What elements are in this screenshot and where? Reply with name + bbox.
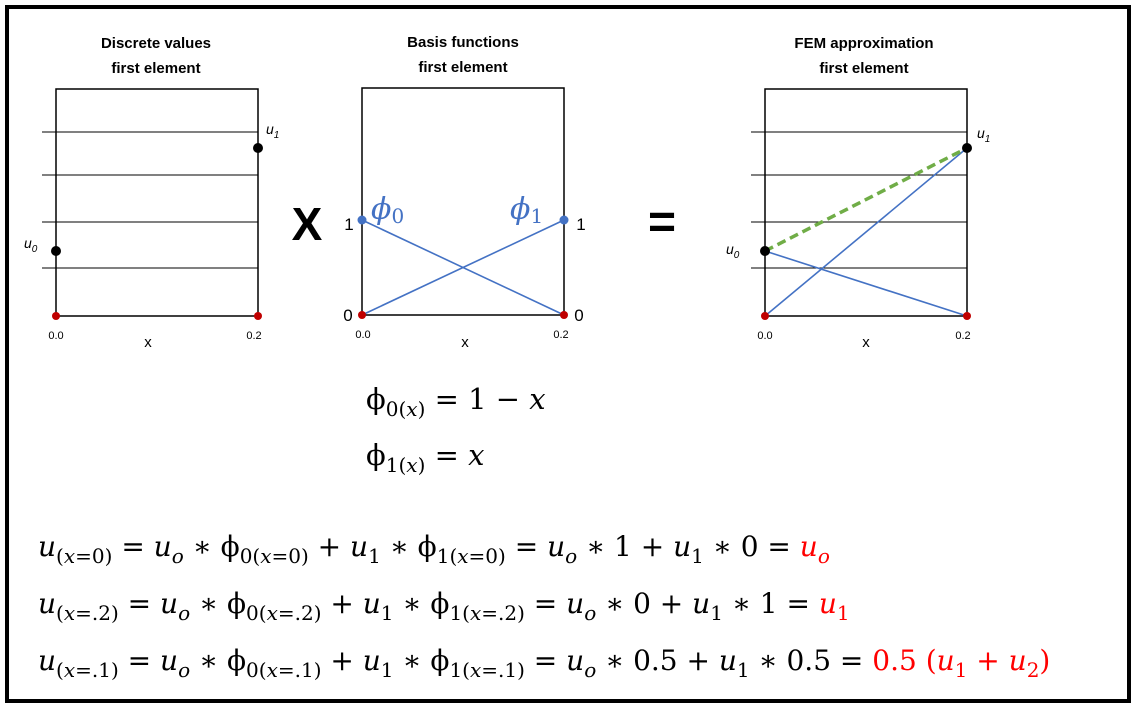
- panel-basis-functions: Basis functions first element ϕ0 ϕ1 1 0 …: [343, 34, 585, 351]
- panel2-node-left-top: [357, 215, 367, 225]
- panel3-u1-label: u1: [977, 125, 990, 145]
- panel2-ytick-right-0: 0: [574, 306, 583, 325]
- panel1-gridlines: [42, 131, 258, 269]
- panel2-node-right-top: [559, 215, 569, 225]
- panel3-title-line2: first element: [819, 60, 908, 77]
- panel2-node-1: [560, 311, 568, 319]
- phi1-line: [361, 219, 565, 316]
- panel2-xlabel: x: [461, 334, 469, 351]
- panel3-xtick-0: 0.0: [757, 330, 772, 342]
- panel3-plot-box: [764, 88, 968, 317]
- panel2-plot-box: [361, 87, 565, 316]
- panel3-u0-label: u0: [726, 241, 740, 261]
- equation-x01-result: 0.5 (𝑢1 + 𝑢2): [872, 644, 1051, 682]
- scaled-phi1-line: [764, 147, 968, 317]
- equation-x0-result: 𝑢𝑜: [799, 530, 830, 568]
- panel1-node-0: [52, 312, 60, 320]
- equation-x02: 𝑢(𝑥=.2) = 𝑢𝑜 ∗ ϕ0(𝑥=.2) + 𝑢1 ∗ ϕ1(𝑥=.2) …: [38, 587, 850, 625]
- figure-frame: [5, 5, 1131, 703]
- panel1-title-line2: first element: [111, 60, 200, 77]
- basis-def-phi1: ϕ1(𝑥) = 𝑥: [366, 438, 485, 477]
- equation-x0: 𝑢(𝑥=0) = 𝑢𝑜 ∗ ϕ0(𝑥=0) + 𝑢1 ∗ ϕ1(𝑥=0) = 𝑢…: [38, 530, 830, 568]
- panel1-xtick-1: 0.2: [246, 330, 261, 342]
- equals-operator: =: [648, 196, 676, 249]
- times-operator: X: [292, 198, 323, 250]
- panel-discrete-values: Discrete values first element u0 u1 0.0 …: [24, 35, 279, 351]
- panel3-title-line1: FEM approximation: [794, 35, 933, 52]
- panel3-node-1: [963, 312, 971, 320]
- panel1-plot-box: [55, 88, 259, 317]
- equation-x01: 𝑢(𝑥=.1) = 𝑢𝑜 ∗ ϕ0(𝑥=.1) + 𝑢1 ∗ ϕ1(𝑥=.1) …: [38, 644, 1051, 682]
- panel3-gridlines: [751, 131, 967, 269]
- phi0-label: ϕ0: [371, 192, 404, 228]
- panel1-u1-point: [253, 143, 263, 153]
- panel1-u0-label: u0: [24, 235, 38, 255]
- panel3-xtick-1: 0.2: [955, 330, 970, 342]
- panel1-xlabel: x: [144, 334, 152, 351]
- panel2-ytick-right-1: 1: [576, 215, 585, 234]
- panel-fem-approximation: FEM approximation first element u0 u1 0.…: [726, 35, 990, 351]
- panel3-u1-point: [962, 143, 972, 153]
- fem-approximation-line: [764, 146, 968, 253]
- panel3-node-0: [761, 312, 769, 320]
- basis-def-phi0: ϕ0(𝑥) = 1 − 𝑥: [366, 382, 546, 421]
- panel2-ytick-left-1: 1: [344, 215, 353, 234]
- panel1-node-1: [254, 312, 262, 320]
- panel3-u0-point: [760, 246, 770, 256]
- panel2-xtick-1: 0.2: [553, 329, 568, 341]
- phi1-label: ϕ1: [510, 192, 543, 228]
- panel2-node-0: [358, 311, 366, 319]
- panel2-title-line2: first element: [418, 59, 507, 76]
- panel3-xlabel: x: [862, 334, 870, 351]
- panel1-title-line1: Discrete values: [101, 35, 211, 52]
- panel2-ytick-left-0: 0: [343, 306, 352, 325]
- panel2-title-line1: Basis functions: [407, 34, 519, 51]
- panel1-u1-label: u1: [266, 121, 279, 141]
- panel1-xtick-0: 0.0: [48, 330, 63, 342]
- panel1-u0-point: [51, 246, 61, 256]
- panel2-xtick-0: 0.0: [355, 329, 370, 341]
- equation-x02-result: 𝑢1: [818, 587, 850, 625]
- scaled-phi0-line: [764, 250, 968, 317]
